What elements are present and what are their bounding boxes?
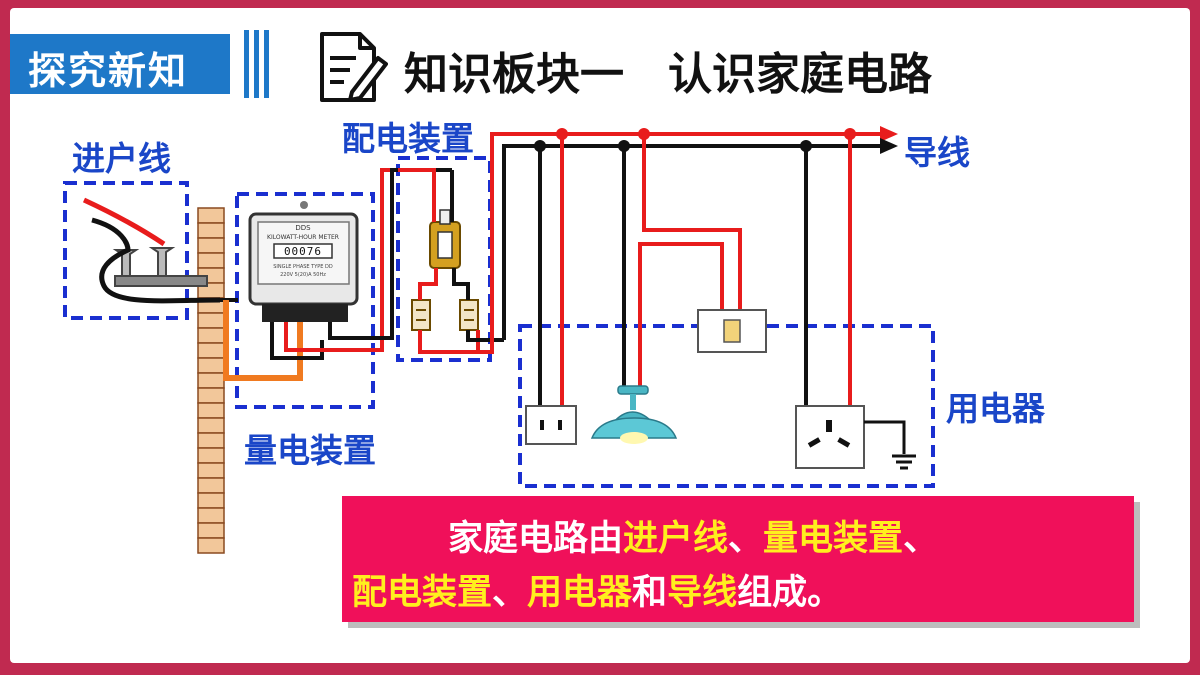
brick xyxy=(197,477,225,494)
branch-wiring xyxy=(538,134,852,408)
label-metering: 量电装置 xyxy=(244,431,376,470)
distribution-wiring xyxy=(398,132,880,354)
fuse-left xyxy=(411,299,431,331)
brick xyxy=(197,342,225,359)
section-tag: 探究新知 xyxy=(10,34,230,94)
brick xyxy=(197,432,225,449)
brick xyxy=(197,237,225,254)
summary-box: 家庭电路由进户线、量电装置、 配电装置、用电器和导线组成。 xyxy=(342,496,1134,622)
summary-text: 和 xyxy=(632,573,668,613)
summary-text: 组成。 xyxy=(737,573,843,613)
brick xyxy=(197,357,225,374)
brick xyxy=(197,372,225,389)
brick xyxy=(197,222,225,239)
summary-highlight: 导线 xyxy=(667,573,738,613)
meter-spec-1: SINGLE PHASE TYPE DD xyxy=(273,264,333,270)
meter-digits: 00076 xyxy=(284,245,322,258)
summary-highlight: 配电装置 xyxy=(352,573,493,613)
brick xyxy=(197,462,225,479)
summary-text: 、 xyxy=(903,519,939,559)
two-pin-socket xyxy=(525,405,577,445)
brick xyxy=(197,507,225,524)
summary-text: 家庭电路由 xyxy=(448,519,624,559)
ground-icon xyxy=(892,454,916,470)
three-pin-socket xyxy=(795,405,906,469)
label-conductor: 导线 xyxy=(904,133,970,172)
meter-spec-2: 220V 5(20)A 50Hz xyxy=(280,272,326,278)
wall-switch xyxy=(697,309,767,353)
kilowatt-hour-meter: DDS KILOWATT-HOUR METER 00076 SINGLE PHA… xyxy=(248,201,359,322)
fuse-right xyxy=(459,299,479,331)
conductor-arrow-black xyxy=(880,138,898,154)
summary-text: 、 xyxy=(492,573,528,613)
knife-switch xyxy=(429,209,461,269)
brick xyxy=(197,447,225,464)
summary-line-2: 配电装置、用电器和导线组成。 xyxy=(352,564,842,615)
document-edit-icon xyxy=(320,32,388,102)
summary-text: 、 xyxy=(728,519,764,559)
meter-name: KILOWATT-HOUR METER xyxy=(267,234,339,241)
service-entrance-box xyxy=(63,181,189,320)
brick xyxy=(197,387,225,404)
brick xyxy=(197,207,225,224)
label-appliances: 用电器 xyxy=(946,389,1045,428)
brick-wall xyxy=(197,207,225,554)
summary-line-1: 家庭电路由进户线、量电装置、 xyxy=(448,510,938,561)
brick xyxy=(197,522,225,539)
brick xyxy=(197,402,225,419)
meter-brand: DDS xyxy=(295,224,311,232)
summary-highlight: 进户线 xyxy=(623,519,729,559)
label-distribution: 配电装置 xyxy=(342,119,474,158)
appliances-box xyxy=(518,324,935,488)
pendant-lamp xyxy=(590,385,678,444)
section-tag-label: 探究新知 xyxy=(28,49,189,93)
brick xyxy=(197,252,225,269)
brick xyxy=(197,327,225,344)
junction-dots xyxy=(534,128,856,152)
label-service-entrance: 进户线 xyxy=(72,139,171,178)
tag-divider-bars xyxy=(244,30,270,98)
brick xyxy=(197,312,225,329)
conductor-arrow-red xyxy=(880,126,898,142)
brick xyxy=(197,417,225,434)
brick xyxy=(197,537,225,554)
summary-highlight: 量电装置 xyxy=(763,519,904,559)
brick xyxy=(197,492,225,509)
service-entrance-insulators xyxy=(82,197,221,304)
summary-highlight: 用电器 xyxy=(527,573,633,613)
page-title: 知识板块一 认识家庭电路 xyxy=(404,49,932,100)
